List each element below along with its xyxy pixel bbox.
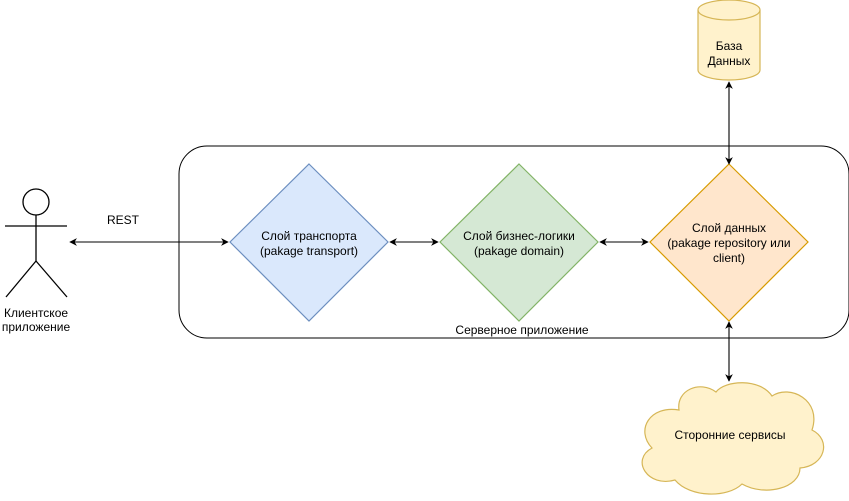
data-label-line2: (pakage repository или [667, 236, 790, 250]
data-layer-node [649, 163, 809, 322]
transport-label-line2: (pakage transport) [260, 244, 358, 258]
database-label-line1: База [716, 39, 743, 53]
client-actor-icon [5, 188, 68, 298]
data-label-line1: Слой данных [692, 221, 766, 235]
data-label-line3: client) [713, 251, 745, 265]
domain-label-line2: (pakage domain) [474, 244, 564, 258]
external-services-cloud-icon [641, 382, 825, 495]
server-container-label: Серверное приложение [455, 323, 588, 337]
external-services-label: Сторонние сервисы [674, 428, 785, 442]
database-label-line2: Данных [708, 54, 751, 68]
rest-label: REST [107, 213, 140, 227]
client-label-line1: Клиентское [4, 306, 68, 320]
database-icon [697, 0, 761, 81]
transport-label-line1: Слой транспорта [261, 229, 357, 243]
client-label-line2: приложение [2, 320, 71, 334]
transport-layer-node [229, 163, 389, 322]
domain-layer-node [439, 163, 599, 322]
domain-label-line1: Слой бизнес-логики [463, 229, 575, 243]
